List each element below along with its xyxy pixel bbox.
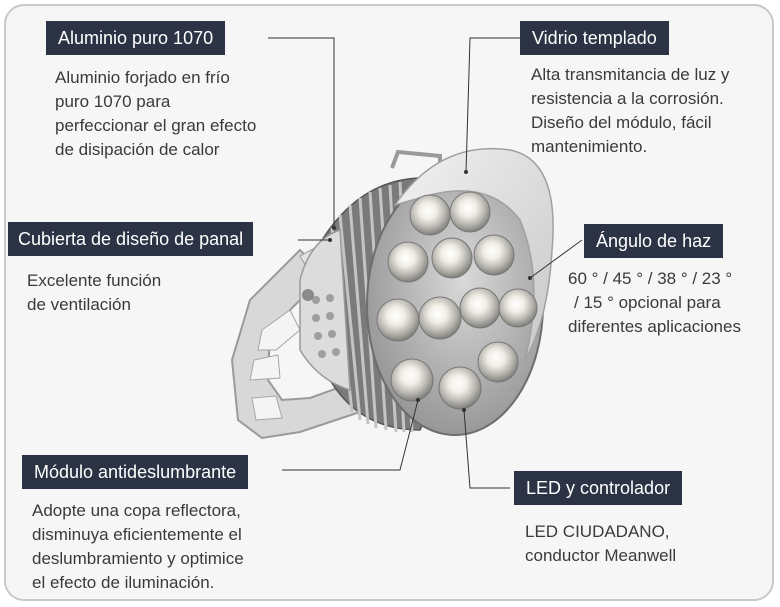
label-antiglare: Módulo antideslumbrante bbox=[22, 455, 249, 489]
leader-dots bbox=[328, 170, 532, 412]
led-array bbox=[376, 191, 538, 410]
desc-line: de ventilación bbox=[27, 295, 131, 314]
label-beam: Ángulo de haz bbox=[584, 224, 724, 258]
desc-cover: Excelente función de ventilación bbox=[27, 269, 161, 317]
desc-line: deslumbramiento y optimice bbox=[32, 549, 244, 568]
desc-line: disminuya eficientemente el bbox=[32, 525, 242, 544]
desc-antiglare: Adopte una copa reflectora, disminuya ef… bbox=[32, 499, 244, 595]
desc-line: diferentes aplicaciones bbox=[568, 317, 741, 336]
desc-line: / 15 ° opcional para bbox=[574, 293, 721, 312]
desc-line: conductor Meanwell bbox=[525, 546, 677, 565]
desc-line: Excelente función bbox=[27, 271, 162, 290]
desc-line: resistencia a la corrosión. bbox=[531, 89, 724, 108]
desc-line: de disipación de calor bbox=[55, 140, 220, 159]
leader-lines bbox=[268, 37, 583, 489]
desc-line: Diseño del módulo, fácil bbox=[531, 113, 712, 132]
desc-line: el efecto de iluminación. bbox=[32, 573, 215, 592]
desc-line: 60 ° / 45 ° / 38 ° / 23 ° bbox=[568, 269, 733, 288]
label-cover: Cubierta de diseño de panal bbox=[8, 222, 254, 256]
desc-line: puro 1070 para bbox=[55, 92, 171, 111]
desc-line: mantenimiento. bbox=[531, 137, 648, 156]
desc-beam: 60 ° / 45 ° / 38 ° / 23 ° / 15 ° opciona… bbox=[568, 267, 741, 339]
desc-line: Adopte una copa reflectora, bbox=[32, 501, 241, 520]
desc-line: Aluminio forjado en frío bbox=[55, 68, 230, 87]
label-glass: Vidrio templado bbox=[520, 21, 669, 55]
desc-aluminum: Aluminio forjado en frío puro 1070 para … bbox=[55, 66, 256, 162]
desc-glass: Alta transmitancia de luz y resistencia … bbox=[531, 63, 729, 159]
desc-line: LED CIUDADANO, bbox=[525, 522, 670, 541]
desc-line: perfeccionar el gran efecto bbox=[55, 116, 257, 135]
desc-line: Alta transmitancia de luz y bbox=[531, 65, 730, 84]
label-led: LED y controlador bbox=[514, 471, 683, 505]
label-aluminum: Aluminio puro 1070 bbox=[46, 21, 226, 55]
desc-led: LED CIUDADANO, conductor Meanwell bbox=[525, 520, 676, 568]
